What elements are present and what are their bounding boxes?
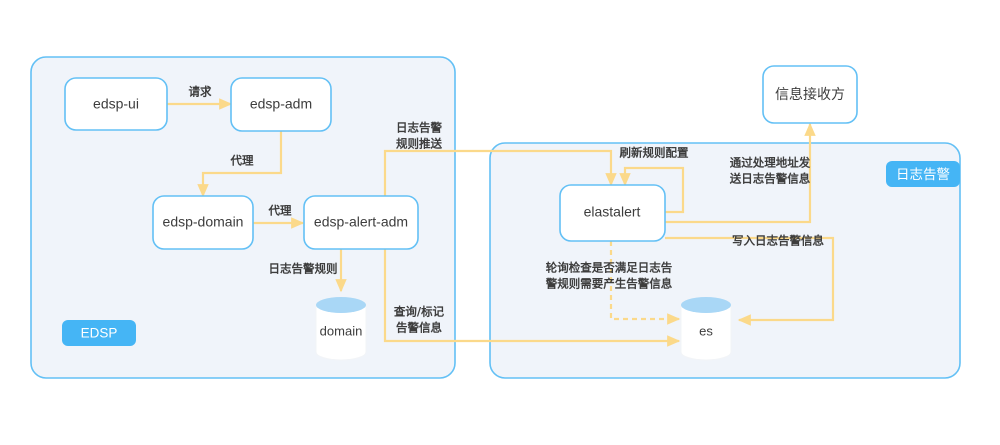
edge-adm-to-domain-path — [197, 131, 283, 198]
node-edsp-ui-rect[interactable] — [64, 77, 168, 131]
edge-elastalert-to-es-write: 写入日志告警信息 — [665, 234, 835, 326]
panel-log-alert-badge-label: 日志告警 — [896, 167, 950, 183]
edge-alert-adm-to-es-path — [383, 249, 681, 347]
edge-domain-to-alert-adm: 代理 — [253, 204, 305, 229]
edge-ui-to-adm-label: 请求 — [189, 85, 212, 99]
edge-elastalert-to-es-write-label: 写入日志告警信息 — [732, 234, 824, 248]
edge-ui-to-adm: 请求 — [167, 85, 233, 110]
edge-elastalert-to-receiver-label-2: 送日志告警信息 — [729, 172, 811, 186]
panel-edsp-badge-label: EDSP — [81, 326, 118, 341]
node-edsp-alert-adm[interactable]: edsp-alert-adm — [303, 195, 419, 250]
edge-elastalert-self-label: 刷新规则配置 — [620, 146, 689, 160]
edge-alert-adm-to-es-label-2: 告警信息 — [396, 321, 442, 335]
node-elastalert-label: elastalert — [584, 204, 641, 220]
edge-alert-adm-to-elastalert-label-1: 日志告警 — [396, 121, 442, 135]
node-edsp-ui[interactable]: edsp-ui — [64, 77, 168, 131]
node-edsp-domain[interactable]: edsp-domain — [152, 195, 254, 250]
node-es-db[interactable]: es — [680, 297, 732, 361]
edge-elastalert-self: 刷新规则配置 — [619, 146, 689, 214]
node-es-db-top — [681, 297, 731, 313]
edge-elastalert-to-es-write-path — [665, 236, 835, 326]
edge-elastalert-poll-es-label-1: 轮询检查是否满足日志告 — [546, 261, 673, 275]
panel-log-alert-badge — [886, 161, 960, 187]
edge-domain-to-alert-adm-label: 代理 — [268, 204, 292, 218]
edge-alert-adm-to-elastalert: 日志告警 规则推送 — [383, 121, 617, 196]
edge-alert-adm-to-es-label-1: 查询/标记 — [393, 305, 445, 319]
node-domain-db-body[interactable] — [315, 304, 367, 361]
node-elastalert[interactable]: elastalert — [559, 184, 666, 242]
node-edsp-domain-label: edsp-domain — [163, 214, 244, 230]
edge-alert-adm-to-elastalert-label-2: 规则推送 — [396, 137, 442, 151]
node-es-db-body[interactable] — [680, 304, 732, 361]
node-edsp-adm-rect[interactable] — [230, 77, 332, 132]
node-receiver[interactable]: 信息接收方 — [762, 65, 858, 124]
node-edsp-ui-label: edsp-ui — [93, 96, 139, 112]
node-edsp-alert-adm-label: edsp-alert-adm — [314, 214, 408, 230]
edge-alert-adm-to-elastalert-path — [383, 149, 617, 196]
edge-elastalert-self-path — [619, 166, 685, 214]
edge-alert-adm-to-domaindb: 日志告警规则 — [269, 249, 347, 293]
edge-adm-to-domain: 代理 — [197, 131, 283, 198]
edge-elastalert-to-receiver-path — [665, 122, 816, 224]
node-domain-db-label: domain — [320, 323, 363, 338]
node-es-db-label: es — [699, 323, 713, 338]
edge-alert-adm-to-domaindb-label: 日志告警规则 — [269, 262, 338, 276]
edge-elastalert-to-receiver: 通过处理地址发 送日志告警信息 — [665, 122, 816, 224]
node-edsp-alert-adm-rect[interactable] — [303, 195, 419, 250]
edge-elastalert-poll-es-label-2: 警规则需要产生告警信息 — [545, 277, 673, 291]
node-domain-db-top — [316, 297, 366, 313]
node-edsp-domain-rect[interactable] — [152, 195, 254, 250]
edge-adm-to-domain-label: 代理 — [230, 154, 254, 168]
node-receiver-rect[interactable] — [762, 65, 858, 124]
node-receiver-label: 信息接收方 — [775, 86, 845, 103]
node-domain-db[interactable]: domain — [315, 297, 367, 361]
node-elastalert-rect[interactable] — [559, 184, 666, 242]
edge-elastalert-poll-es: 轮询检查是否满足日志告 警规则需要产生告警信息 — [545, 241, 681, 325]
panel-edsp-badge — [62, 320, 136, 346]
edge-elastalert-to-receiver-label-1: 通过处理地址发 — [730, 156, 811, 170]
node-edsp-adm-label: edsp-adm — [250, 96, 312, 112]
node-edsp-adm[interactable]: edsp-adm — [230, 77, 332, 132]
edge-alert-adm-to-es: 查询/标记 告警信息 — [383, 249, 681, 347]
